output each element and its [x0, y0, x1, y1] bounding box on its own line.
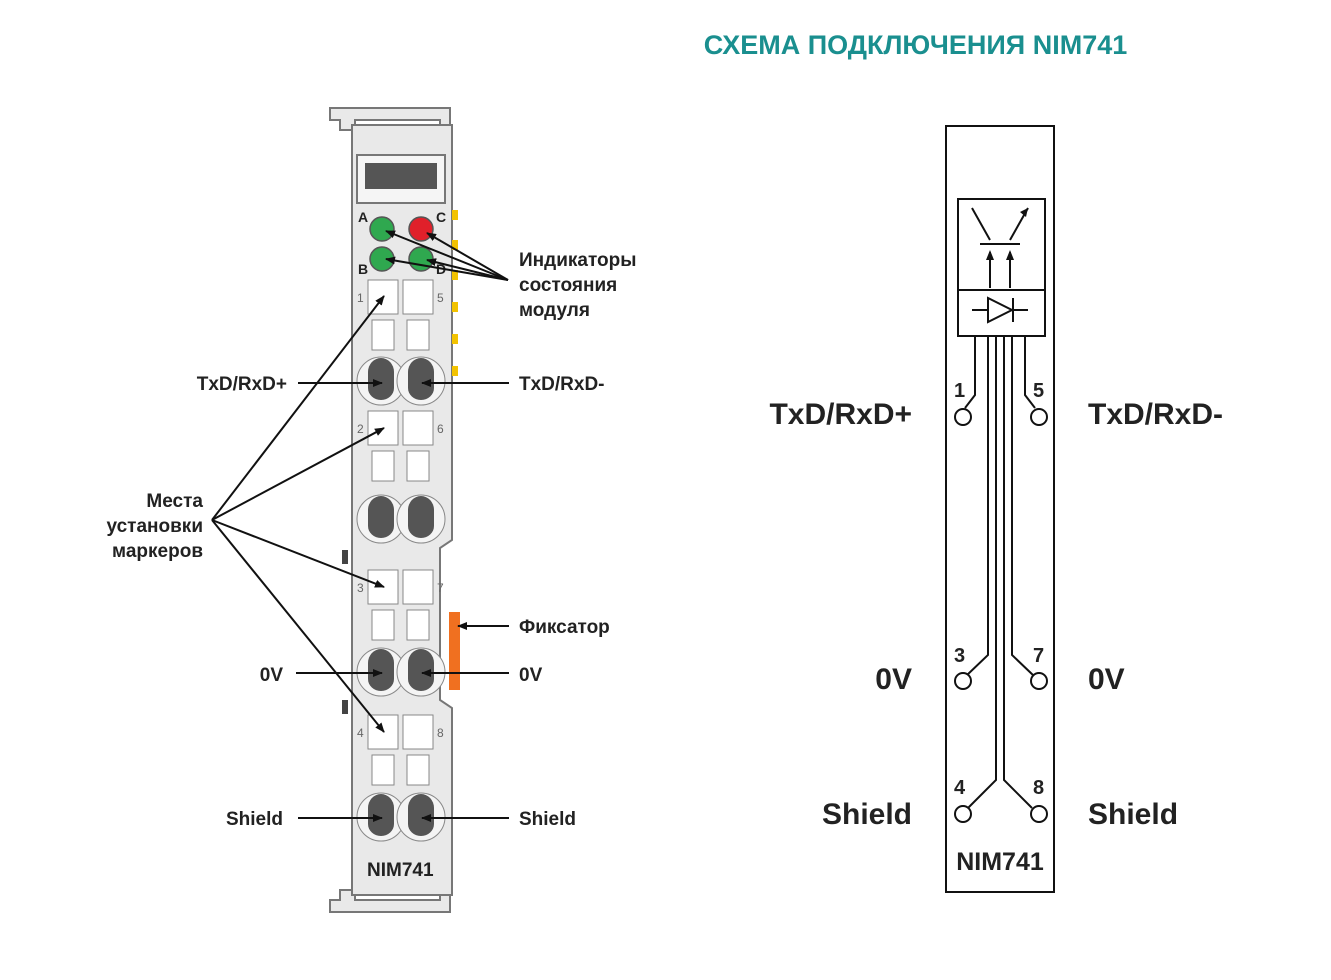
- callout-shield-right: Shield: [519, 809, 576, 830]
- callout-markers: Места установки маркеров: [107, 295, 385, 733]
- schematic-label-shield-right: Shield: [1088, 798, 1178, 831]
- callout-txd-plus: TxD/RxD+: [197, 374, 287, 395]
- callout-zero-left: 0V: [260, 665, 284, 686]
- callout-markers-line2: установки: [107, 516, 203, 537]
- callout-markers-line3: маркеров: [112, 541, 203, 562]
- callout-indicators-line1: Индикаторы: [519, 250, 636, 271]
- callout-zero: 0V 0V: [260, 665, 543, 686]
- slot-number-8: 8: [437, 726, 444, 740]
- slot-number-4: 4: [357, 726, 364, 740]
- schematic-label-0v-left: 0V: [875, 663, 912, 696]
- callout-shield: Shield Shield: [226, 809, 576, 830]
- slot-number-3: 3: [357, 581, 364, 595]
- latch: [449, 612, 460, 690]
- callout-zero-right: 0V: [519, 665, 543, 686]
- pin-number-5: 5: [1033, 380, 1044, 402]
- slot-number-6: 6: [437, 422, 444, 436]
- schematic-label-shield-left: Shield: [822, 798, 912, 831]
- callout-indicators-line3: модуля: [519, 300, 590, 321]
- schematic-label-txd-minus: TxD/RxD-: [1088, 398, 1223, 431]
- led-letter-b: B: [358, 261, 368, 277]
- terminal-group-2: 2 6: [356, 410, 446, 544]
- page-title: СХЕМА ПОДКЛЮЧЕНИЯ NIM741: [703, 30, 1128, 60]
- led-a: [369, 216, 395, 242]
- pin-number-8: 8: [1033, 777, 1044, 799]
- callout-markers-line1: Места: [146, 491, 203, 512]
- slot-number-2: 2: [357, 422, 364, 436]
- callout-latch-label: Фиксатор: [519, 617, 610, 638]
- led-c: [408, 216, 434, 242]
- slot-number-5: 5: [437, 291, 444, 305]
- slot-number-1: 1: [357, 291, 364, 305]
- callout-txd-minus: TxD/RxD-: [519, 374, 605, 395]
- callout-shield-left: Shield: [226, 809, 283, 830]
- module-name: NIM741: [367, 860, 434, 881]
- schematic-name: NIM741: [956, 848, 1044, 876]
- callout-indicators: Индикаторы состояния модуля: [385, 230, 636, 321]
- schematic-label-txd-plus: TxD/RxD+: [769, 398, 912, 431]
- contact-strip: [452, 210, 458, 376]
- callout-txd: TxD/RxD+ TxD/RxD-: [197, 374, 605, 395]
- pin-number-7: 7: [1033, 645, 1044, 667]
- led-letter-c: C: [436, 209, 446, 225]
- callout-latch: Фиксатор: [457, 617, 610, 638]
- schematic-label-0v-right: 0V: [1088, 663, 1125, 696]
- slot-number-7: 7: [437, 581, 444, 595]
- pin-number-3: 3: [954, 645, 965, 667]
- led-letter-a: A: [358, 209, 368, 225]
- pin-number-1: 1: [954, 380, 965, 402]
- callout-indicators-line2: состояния: [519, 275, 617, 296]
- schematic: 1 5 3 7 4 8 NIM741 TxD/RxD+ 0V Shield Tx…: [769, 125, 1223, 893]
- pin-number-4: 4: [954, 777, 966, 799]
